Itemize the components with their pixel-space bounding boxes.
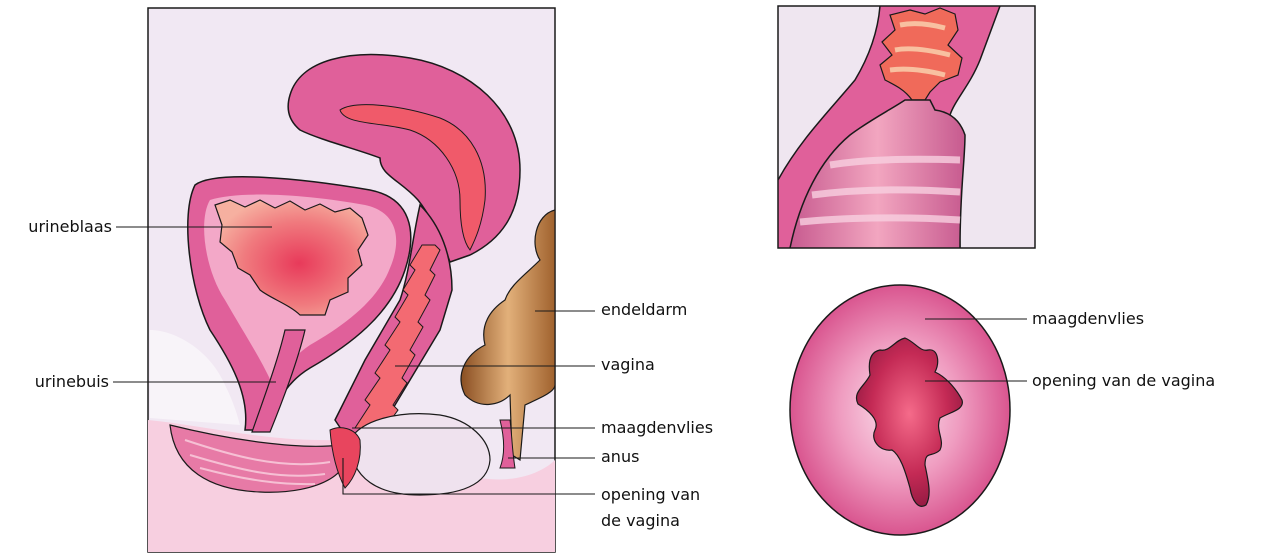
label-urineblaas: urineblaas	[0, 217, 112, 237]
label-anus: anus	[601, 447, 639, 467]
label-opening-front: opening van de vagina	[1032, 371, 1215, 391]
label-vagina: vagina	[601, 355, 655, 375]
label-maagdenvlies-side: maagdenvlies	[601, 418, 713, 438]
hymen-front-view	[790, 285, 1010, 535]
side-view-panel	[148, 8, 555, 552]
label-opening-side-line2: de vagina	[601, 511, 680, 531]
hymen-detail-panel	[778, 6, 1035, 248]
label-endeldarm: endeldarm	[601, 300, 687, 320]
label-opening-side-line1: opening van	[601, 485, 700, 505]
label-maagdenvlies-front: maagdenvlies	[1032, 309, 1144, 329]
label-urinebuis: urinebuis	[0, 372, 109, 392]
